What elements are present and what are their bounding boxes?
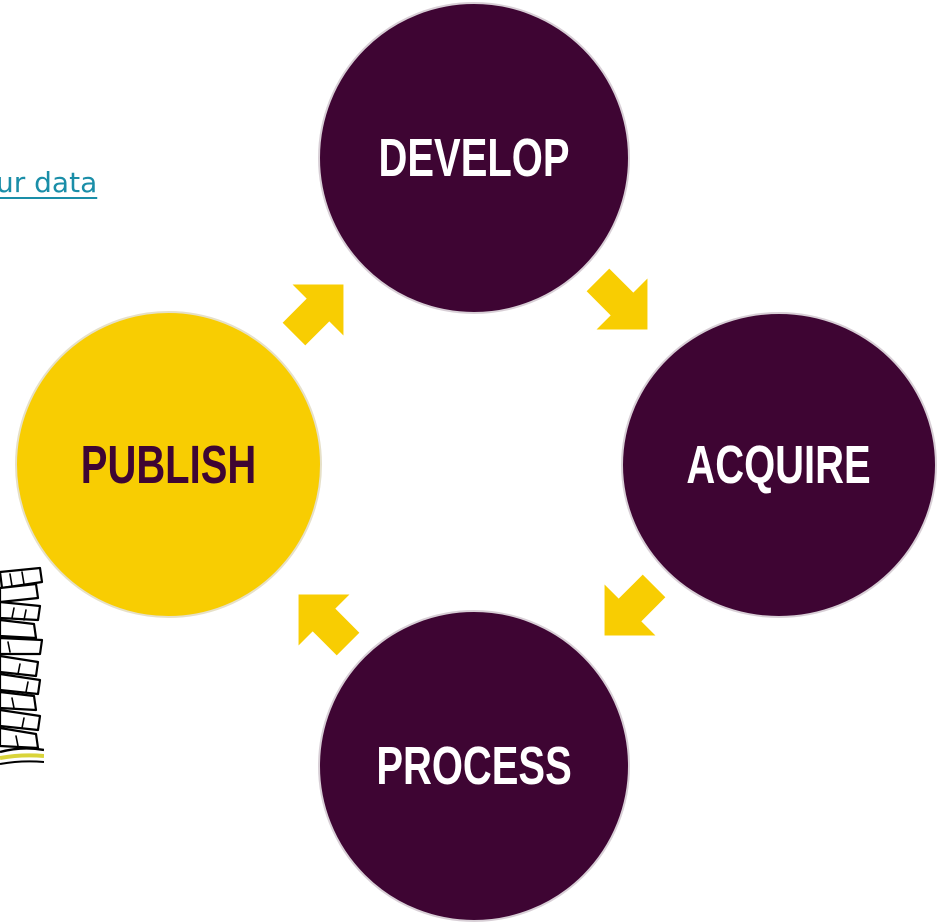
stage-process-label: PROCESS (376, 736, 572, 796)
book-stack-icon (0, 562, 45, 774)
stage-develop-label: DEVELOP (378, 128, 570, 188)
stage-acquire-label: ACQUIRE (686, 435, 872, 495)
arrow-process-to-publish-icon (267, 563, 380, 676)
stage-process: PROCESS (318, 610, 630, 922)
stage-develop: DEVELOP (318, 2, 630, 314)
stage-acquire: ACQUIRE (621, 312, 937, 618)
stage-publish: PUBLISH (15, 311, 322, 618)
arrow-publish-to-develop-icon (261, 253, 374, 366)
arrow-acquire-to-process-icon (573, 553, 686, 666)
data-link[interactable]: ur data (0, 166, 98, 199)
arrow-develop-to-acquire-icon (565, 247, 678, 360)
stage-publish-label: PUBLISH (80, 434, 257, 495)
